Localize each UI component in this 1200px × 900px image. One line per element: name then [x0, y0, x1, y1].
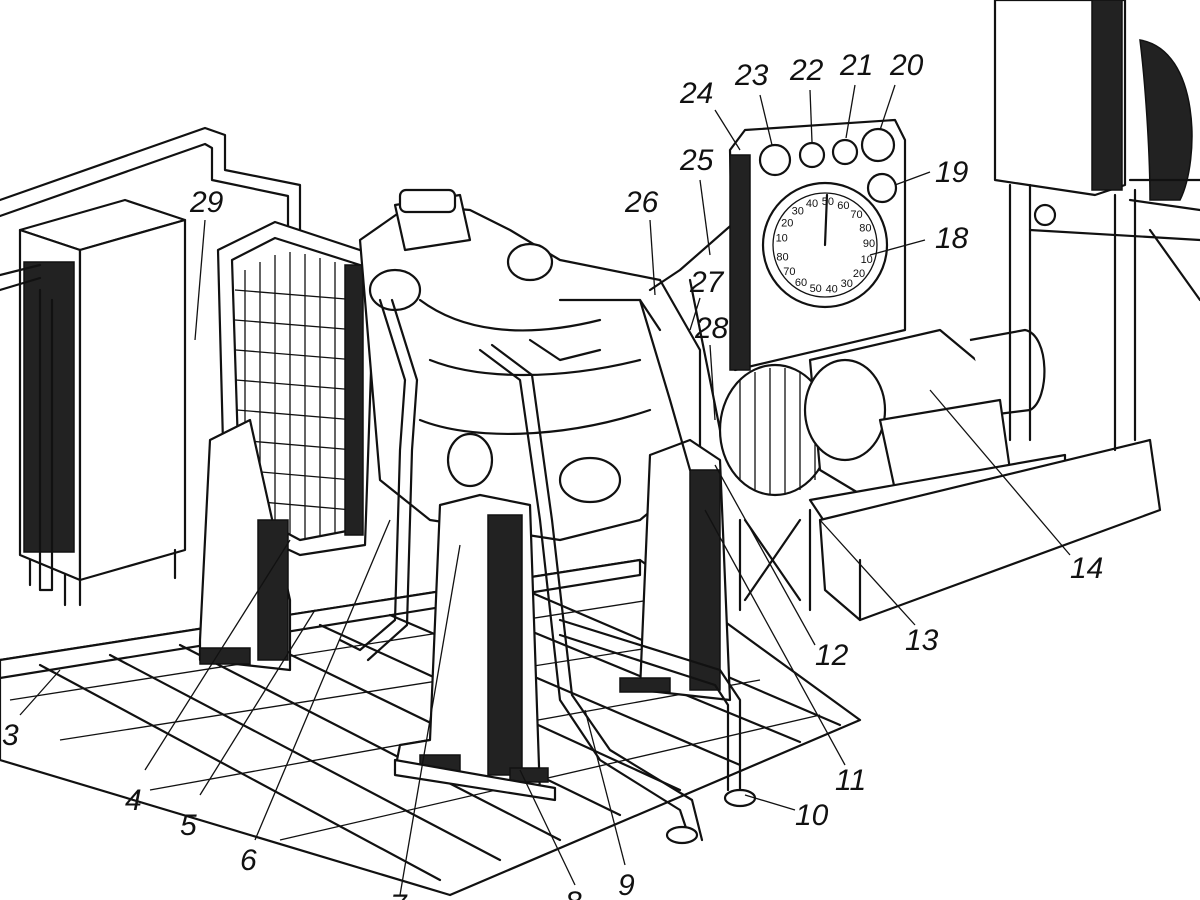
- callout-21: 21: [839, 49, 873, 82]
- radiator-support: [198, 418, 292, 672]
- pipe-system: [338, 298, 757, 845]
- callout-8: 8: [565, 886, 582, 900]
- dial-scale-label: 60: [837, 200, 849, 212]
- radiator: [216, 220, 377, 557]
- gauge-22: [798, 141, 826, 169]
- callout-25: 25: [679, 144, 714, 177]
- dial-scale-label: 70: [783, 266, 795, 278]
- callout-labels: 3 4 5 6 7 8 9 10 11 12 13 14 18 19 20 21…: [2, 49, 1103, 900]
- gauge-21: [831, 138, 859, 166]
- dial-scale-label: 30: [841, 278, 853, 290]
- callout-5: 5: [180, 809, 197, 842]
- overhead-pipe: [0, 126, 302, 237]
- gauge-19: [866, 172, 898, 204]
- callout-6: 6: [240, 844, 257, 877]
- radiator-mesh: [234, 252, 359, 538]
- callout-7: 7: [390, 889, 408, 900]
- tachometer-needle: [823, 193, 829, 247]
- engine-mount-front: [393, 493, 557, 802]
- dial-scale-label: 10: [861, 254, 873, 266]
- gauge-23: [758, 143, 792, 177]
- callout-20: 20: [889, 49, 924, 82]
- dial-scale-label: 60: [795, 277, 807, 289]
- dial-scale-label: 20: [781, 217, 793, 229]
- callout-13: 13: [905, 624, 939, 657]
- dial-scale-label: 30: [792, 205, 804, 217]
- callout-12: 12: [815, 639, 849, 672]
- dial-scale-label: 80: [859, 223, 871, 235]
- callout-22: 22: [789, 54, 824, 87]
- callout-28: 28: [694, 312, 729, 345]
- callout-4: 4: [125, 784, 142, 817]
- callout-27: 27: [689, 266, 725, 299]
- dynamometer-pedestal: [738, 438, 1162, 622]
- dial-scale-label: 70: [850, 209, 862, 221]
- engine-mount-rear: [619, 438, 732, 702]
- callout-23: 23: [734, 59, 769, 92]
- callout-10: 10: [795, 799, 829, 832]
- callout-19: 19: [935, 156, 969, 189]
- dial-scale-label: 20: [853, 268, 865, 280]
- dial-scale-label: 90: [863, 238, 875, 250]
- gauge-20: [860, 127, 896, 163]
- dial-scale-label: 50: [822, 196, 834, 208]
- callout-24: 24: [679, 77, 713, 110]
- callout-29: 29: [189, 186, 224, 219]
- callout-26: 26: [624, 186, 659, 219]
- callout-11: 11: [835, 764, 866, 797]
- dial-scale-label: 40: [806, 198, 818, 210]
- dial-scale-label: 80: [776, 251, 788, 263]
- dial-scale-label: 10: [776, 232, 788, 244]
- dial-scale-label: 40: [826, 284, 838, 296]
- right-cabinet: [993, 0, 1200, 452]
- callout-3: 3: [2, 719, 19, 752]
- dial-scale-label: 50: [810, 283, 822, 295]
- callout-14: 14: [1070, 552, 1103, 585]
- water-tank: [0, 198, 187, 607]
- leader-lines: [19, 84, 1071, 896]
- callout-18: 18: [935, 222, 969, 255]
- callout-9: 9: [618, 869, 635, 900]
